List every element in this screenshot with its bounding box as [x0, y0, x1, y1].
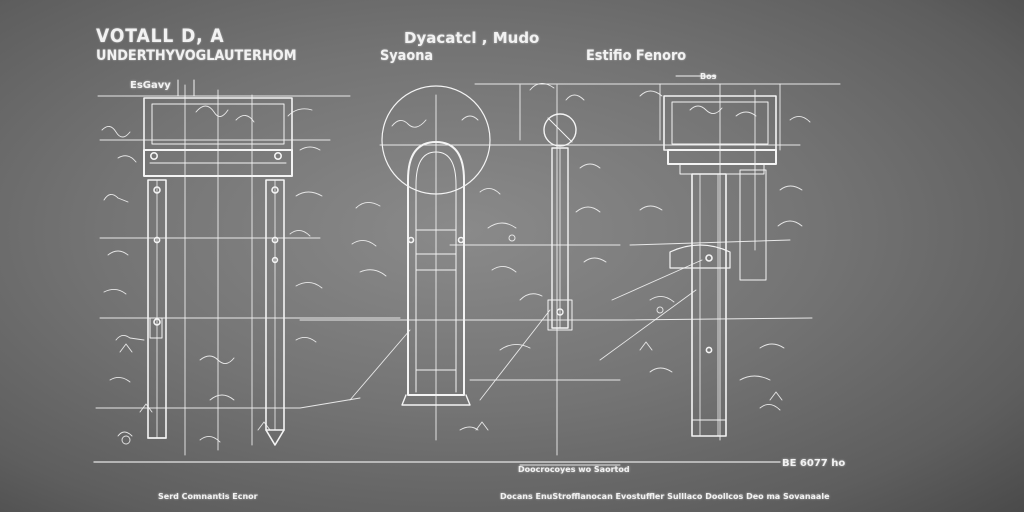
- reference-markers: [119, 234, 783, 445]
- drawing-subtitle: UNDERTHYVOGLAUTERHOM: [96, 48, 297, 64]
- left-frame-elevation: [143, 79, 293, 446]
- center-view-title: Dyacatcl , Mudo: [404, 29, 540, 47]
- center-body-elevation: [381, 85, 491, 406]
- left-panel-label: EsGavy: [130, 80, 171, 91]
- right-view-title: Estifio Fenoro: [586, 48, 687, 64]
- scale-note: BE 6077 ho: [782, 458, 846, 469]
- footer-left-caption: Serd Comnantis Ecnor: [158, 492, 258, 501]
- drawing-title: VOTALL D, A: [96, 25, 225, 47]
- center-view-subtitle: Syaona: [380, 48, 434, 64]
- right-panel-small-label: Bos: [700, 72, 717, 81]
- footer-right-caption: Docans EnuStrofflanocan Evostuffler Sull…: [500, 492, 830, 501]
- center-shaft-elevation: [543, 113, 577, 331]
- annotation-leaders: [101, 83, 811, 443]
- construction-lines: [93, 83, 841, 466]
- vertical-guides: [184, 83, 781, 456]
- right-column-elevation: [663, 75, 777, 437]
- footer-center-caption: Doocrocoyes wo Saortod: [518, 465, 630, 474]
